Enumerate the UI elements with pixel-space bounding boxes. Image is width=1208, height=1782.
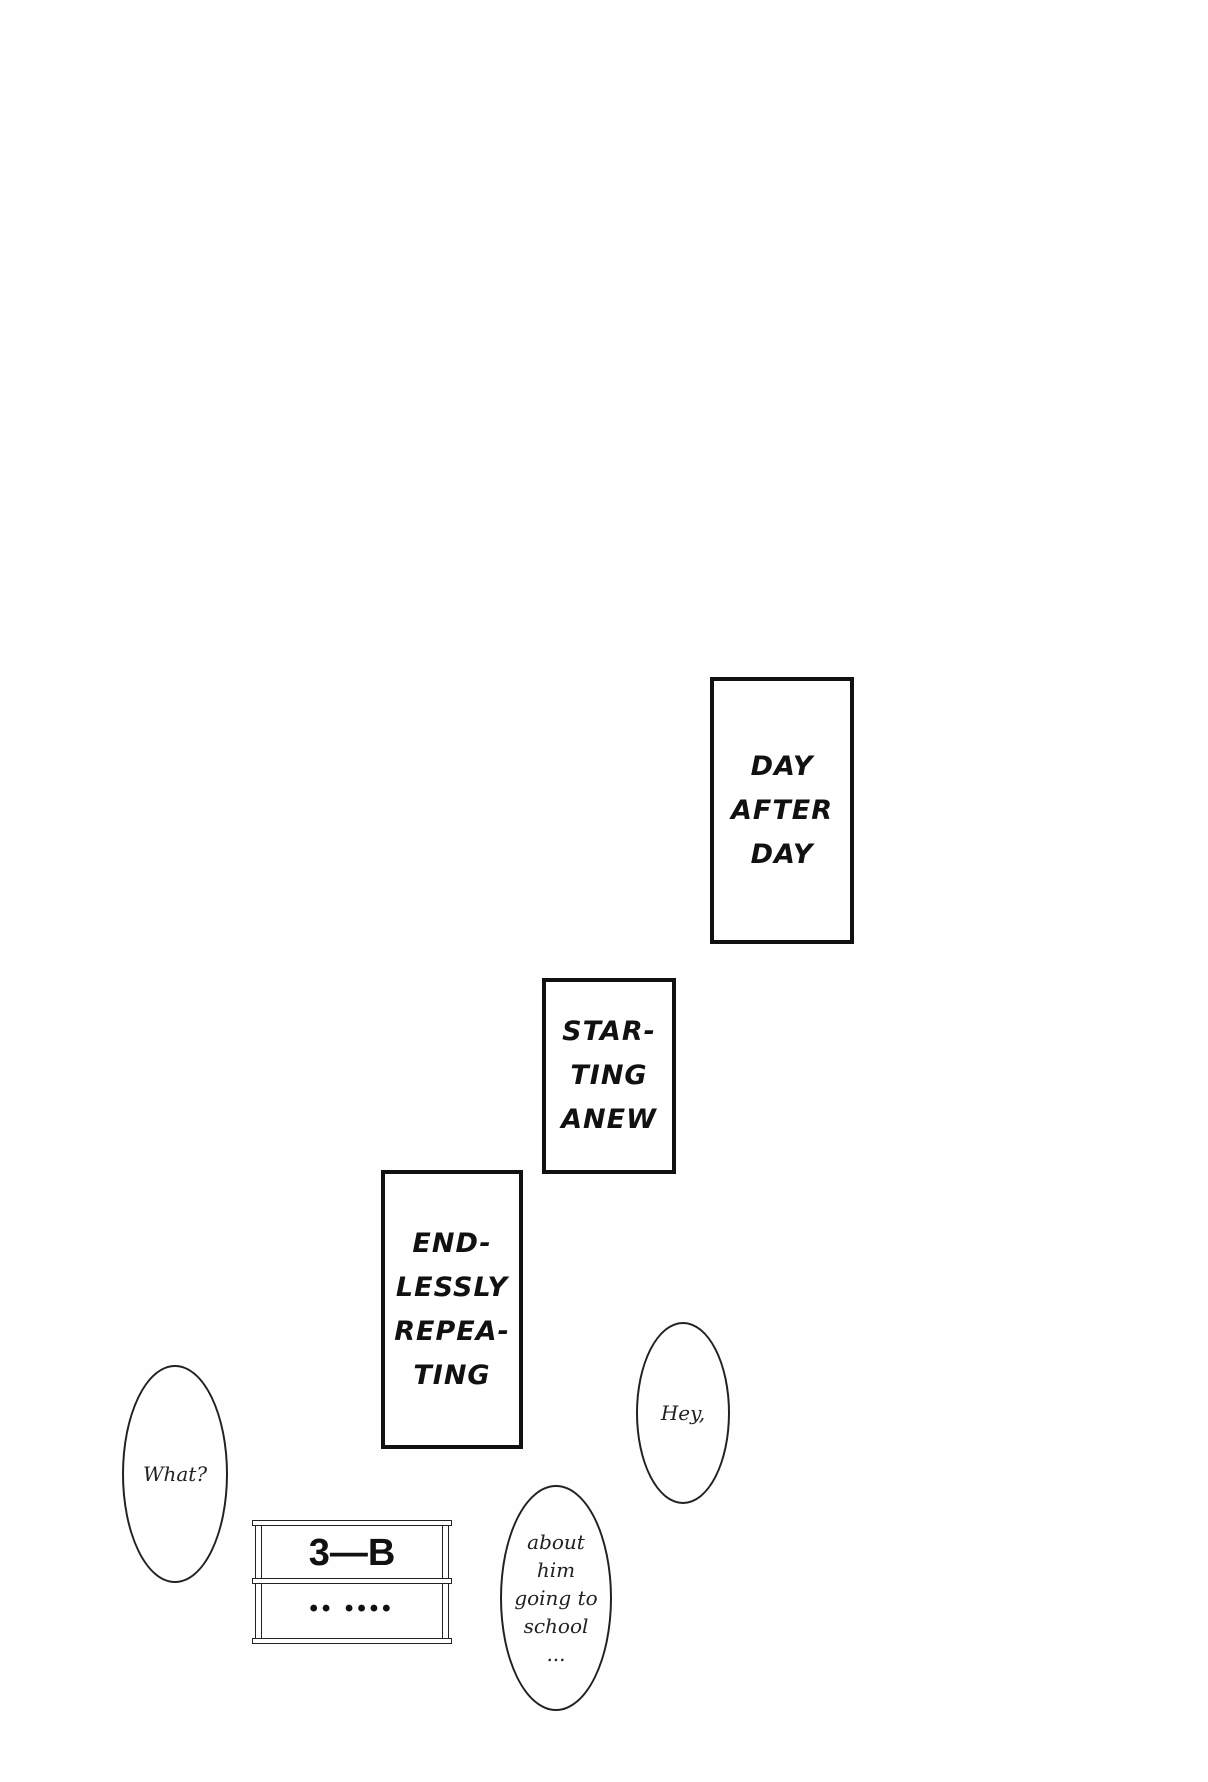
caption-line: TING (413, 1359, 491, 1391)
bubble-text: school (523, 1614, 589, 1638)
caption-line: TING (570, 1060, 648, 1091)
sign-dots: •• •••• (309, 1595, 395, 1622)
caption-line: DAY (750, 750, 814, 782)
sign-label: 3—B (308, 1532, 396, 1574)
caption-line: REPEA- (394, 1315, 510, 1347)
caption-box-starting-anew: STAR- TING ANEW (542, 978, 676, 1174)
caption-line: STAR- (562, 1016, 656, 1047)
bubble-text: Hey, (660, 1401, 706, 1425)
bubble-text: What? (142, 1462, 208, 1486)
caption-line: DAY (750, 838, 814, 870)
caption-line: END- (412, 1227, 492, 1259)
speech-bubble-hey: Hey, (636, 1322, 730, 1504)
caption-line: AFTER (731, 794, 833, 826)
bubble-text: about (527, 1530, 585, 1554)
caption-line: ANEW (561, 1104, 657, 1135)
sign-bar-middle (252, 1578, 452, 1584)
bubble-text: going to (514, 1586, 598, 1610)
speech-bubble-what: What? (122, 1365, 228, 1583)
sign-bar-bottom (252, 1638, 452, 1644)
caption-line: LESSLY (395, 1271, 509, 1303)
sign-bar-top (252, 1520, 452, 1526)
caption-box-day-after-day: DAY AFTER DAY (710, 677, 854, 944)
classroom-sign: 3—B •• •••• (252, 1520, 452, 1645)
speech-bubble-school: about him going to school ... (500, 1485, 612, 1711)
bubble-text: him (536, 1558, 576, 1582)
caption-box-endlessly-repeating: END- LESSLY REPEA- TING (381, 1170, 523, 1449)
bubble-text: ... (546, 1642, 566, 1666)
